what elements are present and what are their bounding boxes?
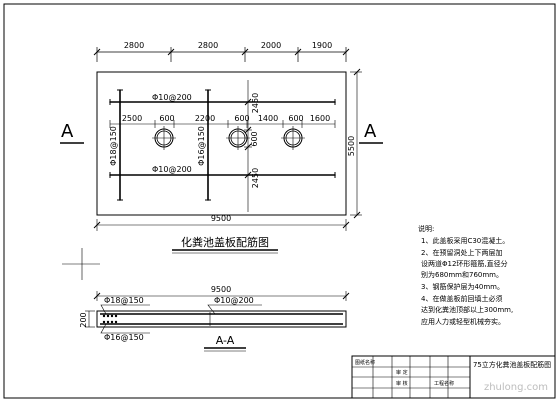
notes-line-4: 别为680mm和760mm。 [421, 270, 503, 279]
plan-slab-outline [96, 71, 347, 216]
overall-vertical-dim [350, 68, 362, 219]
rebar-label-bottom: Φ10@200 [152, 165, 192, 174]
sheet-border [3, 3, 556, 399]
manhole-opening-1 [152, 126, 176, 150]
rebar-label-left: Φ18@150 [109, 126, 118, 166]
inner-dim-6: 600 [288, 114, 303, 123]
title-block-row1-label: 图纸名称 [355, 359, 375, 366]
top-dim-2: 2800 [198, 41, 218, 50]
notes-line-7: 达到化粪池顶部以上300mm, [421, 305, 513, 314]
crosshair-marker [62, 248, 100, 280]
section-mark-right: A [364, 121, 377, 142]
section-leaders [100, 304, 262, 334]
middle-vertical-dim: 600 [250, 131, 259, 146]
plan-vertical-dim [244, 80, 252, 212]
section-rebars [100, 312, 343, 326]
inner-dim-2: 600 [159, 114, 174, 123]
vertical-rebar-end-marks [117, 89, 211, 201]
section-mark-left: A [61, 121, 74, 142]
title-block-drawing-title: 75立方化粪池盖板配筋图 [473, 360, 551, 369]
rebar-label-mid: Φ16@150 [197, 126, 206, 166]
top-dim-4: 1900 [312, 41, 332, 50]
section-label-top-left: Φ18@150 [104, 296, 144, 305]
section-rebar-dots [102, 314, 118, 324]
notes-line-2: 2、在预留洞处上下两层加 [421, 248, 502, 257]
section-thickness-dim-value: 200 [79, 312, 88, 327]
plan-horizontal-rebars [109, 101, 336, 176]
title-block-row2-label: 工程名称 [434, 380, 454, 387]
watermark: zhulong.com [484, 382, 548, 393]
inner-dimension-chain [109, 120, 336, 128]
notes-line-5: 3、钢筋保护层为40mm。 [421, 282, 504, 291]
rebar-label-top: Φ10@200 [152, 93, 192, 102]
inner-dim-4: 600 [234, 114, 249, 123]
manhole-opening-2 [226, 126, 250, 150]
inner-dim-1: 2500 [122, 114, 142, 123]
section-title: A-A [216, 334, 235, 347]
plan-width-dim [93, 219, 350, 231]
notes-line-3: 设两道Φ12环形箍筋,直径分 [421, 259, 508, 268]
plan-title: 化粪池盖板配筋图 [181, 235, 269, 249]
section-slab-outline [96, 310, 347, 328]
plan-width-dim-value: 9500 [211, 214, 231, 223]
section-label-top-right: Φ10@200 [214, 296, 254, 305]
section-width-dim-value: 9500 [211, 285, 231, 294]
top-dim-1: 2800 [124, 41, 144, 50]
inner-dim-7: 1600 [310, 114, 330, 123]
inner-dim-3: 2200 [195, 114, 215, 123]
section-thickness-dim [85, 310, 95, 328]
notes-block: 说明: 1、此盖板采用C30混凝土。 2、在预留洞处上下两层加 设两道Φ12环形… [418, 224, 513, 326]
lower-vertical-dim: 2450 [251, 168, 260, 188]
title-block [351, 355, 556, 399]
inner-dim-5: 1400 [258, 114, 278, 123]
plan-vertical-rebars [119, 89, 209, 201]
notes-heading: 说明: [418, 224, 434, 233]
upper-vertical-dim: 2450 [251, 93, 260, 113]
notes-line-6: 4、在做盖板前回填土必须 [421, 294, 502, 303]
title-block-review-label: 审 核 [396, 380, 408, 387]
manhole-openings [152, 126, 305, 150]
manhole-opening-3 [281, 126, 305, 150]
section-width-dim [93, 291, 350, 301]
top-dim-3: 2000 [261, 41, 281, 50]
section-label-bottom-left: Φ16@150 [104, 333, 144, 342]
rebar-end-marks [109, 99, 336, 178]
title-block-check-label: 审 定 [396, 369, 408, 376]
notes-line-8: 应用人力或轻型机械夯实。 [421, 317, 505, 326]
top-dimension-chain [93, 47, 350, 62]
overall-vertical-dim-value: 5500 [347, 136, 356, 156]
notes-line-1: 1、此盖板采用C30混凝土。 [421, 236, 509, 245]
